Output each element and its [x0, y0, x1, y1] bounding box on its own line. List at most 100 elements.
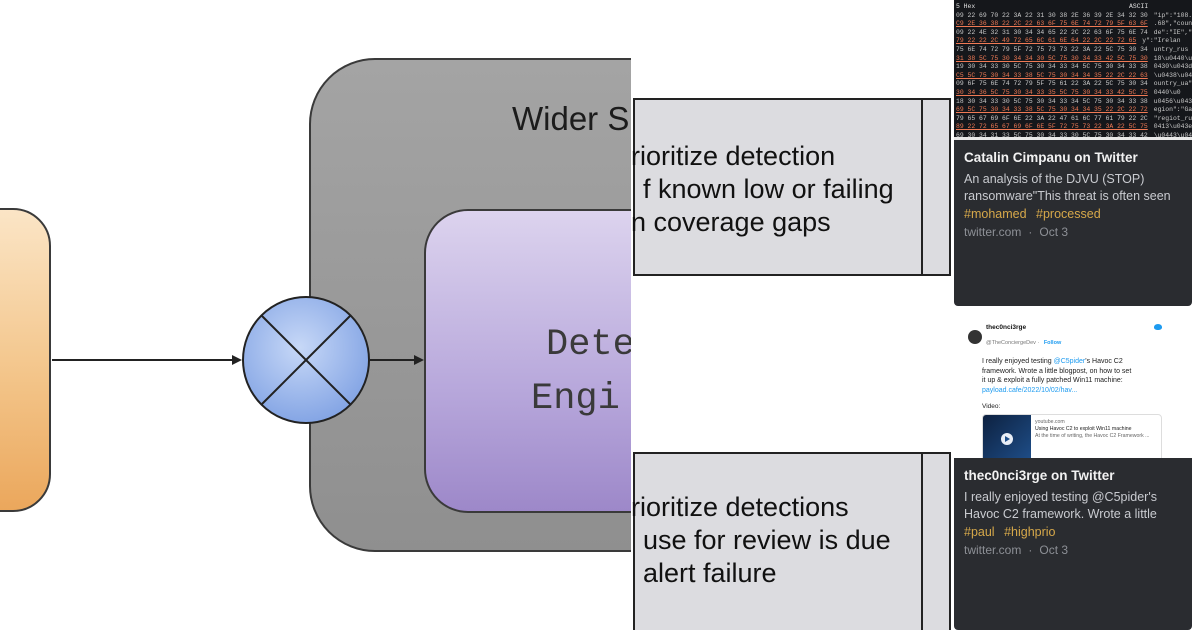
hex-row: C5 5C 75 30 34 33 38 5C 75 30 34 34 35 2… [956, 71, 1192, 81]
hex-row: C9 2E 36 38 22 2C 22 63 6F 75 6E 74 72 7… [956, 20, 1192, 29]
hex-bytes: 09 22 4E 32 31 30 34 34 65 22 2C 22 63 6… [956, 28, 1148, 36]
hex-rows: 09 22 69 70 22 3A 22 31 30 38 2E 36 39 2… [956, 11, 1192, 140]
hex-row: 69 30 34 31 33 5C 75 30 34 33 30 5C 75 3… [956, 131, 1192, 140]
tweet-text-part: 's Havoc C2 framework. Wrote a little bl… [982, 358, 1132, 384]
video-label: Video: [982, 403, 1001, 410]
hex-row: 19 30 34 33 30 5C 75 30 34 33 34 5C 75 3… [956, 63, 1192, 72]
meta-separator: · [1028, 225, 1033, 239]
hex-bytes: 89 22 72 65 67 69 6F 6E 5F 72 75 73 22 3… [956, 123, 1148, 131]
ascii-text: \u0438\u04 [1153, 71, 1192, 79]
feed-card-meta: twitter.com · Oct 3 [964, 543, 1182, 557]
hex-bytes: 30 34 36 5C 75 30 34 33 35 5C 75 30 34 3… [956, 88, 1148, 96]
diagram-connectors [52, 296, 424, 424]
arrowhead-2 [414, 355, 424, 365]
ascii-text: .68","count [1153, 20, 1192, 28]
tweet-thumbnail: thec0nci3rge @TheConciergeDev · Follow I… [954, 322, 1192, 458]
hex-bytes: C5 5C 75 30 34 33 38 5C 75 30 34 34 35 2… [956, 71, 1148, 79]
hex-bytes: 09 6F 75 6E 74 72 79 5F 75 61 22 3A 22 5… [956, 80, 1148, 88]
hex-bytes: 69 5C 75 30 34 33 38 5C 75 30 34 34 35 2… [956, 106, 1148, 114]
hex-dump-thumbnail: 5 Hex ASCII 09 22 69 70 22 3A 22 31 30 3… [954, 0, 1192, 140]
hex-header: 5 Hex ASCII [956, 3, 1190, 12]
hex-row: 69 5C 75 30 34 33 38 5C 75 30 34 34 35 2… [956, 106, 1192, 115]
post-date: Oct 3 [1039, 225, 1069, 239]
engine-label-line-1: Dete [546, 324, 631, 366]
card-line: rioritize detections [631, 492, 849, 522]
hex-row: 09 6F 75 6E 74 72 79 5F 75 61 22 3A 22 5… [956, 80, 1192, 89]
hex-bytes: 69 30 34 31 33 5C 75 30 34 33 30 5C 75 3… [956, 131, 1148, 139]
hex-row: 09 22 4E 32 31 30 34 34 65 22 2C 22 63 6… [956, 28, 1192, 38]
priority-card-text: rioritize detections use for review is d… [631, 491, 891, 590]
tweet-mention: @C5pider [1053, 358, 1086, 365]
feed-card-tags: #paul #highprio [964, 525, 1182, 539]
tweet-display-name: thec0nci3rge [986, 324, 1027, 331]
engine-label-line-2: Engi [531, 378, 620, 420]
feed-card-tags: #mohamed #processed [964, 207, 1182, 221]
wider-scope-label: Wider S [512, 100, 630, 137]
tag-chip[interactable]: #paul [964, 525, 995, 539]
feed-card-title[interactable]: thec0nci3rge on Twitter [964, 468, 1115, 483]
hex-row: 09 22 69 70 22 3A 22 31 30 38 2E 36 39 2… [956, 11, 1192, 21]
source-node [0, 208, 51, 512]
ascii-text: 0430\u043d\ [1153, 63, 1192, 71]
follow-link: Follow [1043, 340, 1062, 346]
meta-separator: · [1028, 543, 1033, 557]
feed-card[interactable]: 5 Hex ASCII 09 22 69 70 22 3A 22 31 30 3… [954, 0, 1192, 306]
ascii-text: 0440\u0 [1153, 88, 1181, 96]
hex-row: 89 22 72 65 67 69 6F 6E 5F 72 75 73 22 3… [956, 123, 1192, 132]
card-divider [921, 100, 923, 274]
tweet-handle: @TheConciergeDev [986, 340, 1036, 346]
source-domain: twitter.com [964, 225, 1022, 239]
meta-separator: · [1035, 340, 1041, 346]
hex-row: 79 22 22 2C 49 72 65 6C 61 6E 64 22 2C 2… [956, 37, 1190, 46]
card-divider [921, 454, 923, 630]
hex-bytes: 31 38 5C 75 30 34 34 30 5C 75 30 34 33 4… [956, 54, 1148, 62]
detection-engine-box [424, 209, 631, 513]
video-info: youtube.com Using Havoc C2 to exploit Wi… [1031, 415, 1153, 458]
hex-row: 31 38 5C 75 30 34 34 30 5C 75 30 34 33 4… [956, 54, 1192, 64]
priority-card-text: rioritize detection f known low or faili… [631, 140, 894, 239]
ascii-text: y":"Irelan [1142, 37, 1181, 45]
tag-chip[interactable]: #processed [1036, 207, 1101, 221]
detection-engine-label: Dete Engi [516, 318, 631, 426]
hex-bytes: 19 30 34 33 30 5C 75 30 34 33 34 5C 75 3… [956, 63, 1148, 71]
play-icon [1001, 433, 1013, 445]
card-line: rioritize detection [631, 141, 836, 171]
hex-row: 75 6E 74 72 79 5F 72 75 73 73 22 3A 22 5… [956, 46, 1190, 55]
hex-bytes: 79 22 22 2C 49 72 65 6C 61 6E 64 22 2C 2… [956, 37, 1137, 45]
ascii-text: \u0443\u04 [1153, 131, 1192, 139]
tag-chip[interactable]: #mohamed [964, 207, 1027, 221]
hex-header-col: 5 Hex [956, 3, 976, 10]
hex-row: 18 30 34 33 30 5C 75 30 34 33 34 5C 75 3… [956, 97, 1192, 107]
feed-card[interactable]: thec0nci3rge @TheConciergeDev · Follow I… [954, 322, 1192, 630]
tweet-text-part: I really enjoyed testing [982, 358, 1054, 365]
tweet-link: payload.cafe/2022/10/02/hav... [982, 386, 1078, 394]
ascii-text: 0413\u043e [1153, 123, 1192, 131]
ascii-text: ountry_ua" [1153, 80, 1192, 88]
source-domain: twitter.com [964, 543, 1022, 557]
video-title: Using Havoc C2 to exploit Win11 machine [1035, 426, 1132, 432]
hex-bytes: 75 6E 74 72 79 5F 72 75 73 73 22 3A 22 5… [956, 45, 1148, 53]
twitter-bird-icon [1154, 324, 1162, 330]
ascii-text: de":"IE"," [1153, 28, 1192, 36]
tweet-header: thec0nci3rge @TheConciergeDev · Follow [968, 324, 1178, 349]
post-date: Oct 3 [1039, 543, 1069, 557]
hex-bytes: 18 30 34 33 30 5C 75 30 34 33 34 5C 75 3… [956, 97, 1148, 105]
ascii-text: "regiot_ru [1153, 114, 1192, 122]
card-line: f known low or failing [643, 174, 894, 204]
feed-card-description: I really enjoyed testing @C5pider's Havo… [964, 490, 1157, 521]
ascii-text: u0456\u043 [1153, 97, 1192, 105]
hex-bytes: 09 22 69 70 22 3A 22 31 30 38 2E 36 39 2… [956, 11, 1148, 19]
card-line: n coverage gaps [631, 207, 831, 237]
priority-card-review: rioritize detections use for review is d… [631, 452, 951, 630]
arrowhead-1 [232, 355, 242, 365]
video-domain: youtube.com [1035, 419, 1065, 425]
priority-card-coverage: rioritize detection f known low or faili… [631, 98, 951, 276]
ascii-text: untry_rus [1153, 45, 1189, 53]
hex-bytes: C9 2E 36 38 22 2C 22 63 6F 75 6E 74 72 7… [956, 20, 1148, 28]
priority-panel: rioritize detection f known low or faili… [631, 0, 953, 630]
ascii-header-col: ASCII [1129, 3, 1149, 10]
diagram-panel: Wider S Dete Engi [0, 58, 631, 552]
avatar [968, 329, 982, 344]
feed-card-title[interactable]: Catalin Cimpanu on Twitter [964, 150, 1138, 165]
tag-chip[interactable]: #highprio [1004, 525, 1056, 539]
